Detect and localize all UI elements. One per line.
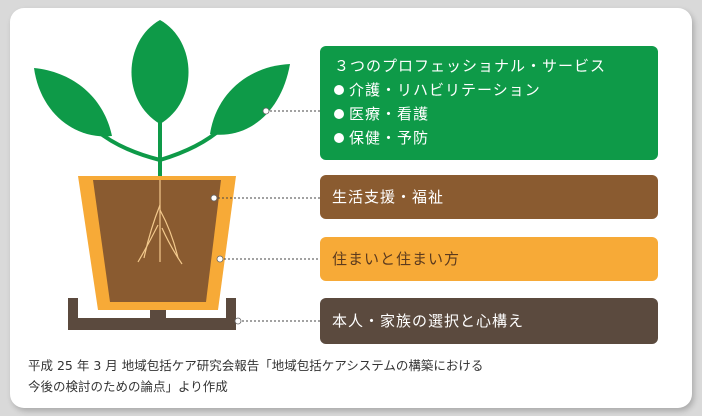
bullet-icon xyxy=(334,108,344,119)
housing-box: 住まいと住まい方 xyxy=(320,237,658,281)
caption-line-2: 今後の検討のための論点」より作成 xyxy=(28,379,228,394)
pot-saucer xyxy=(68,298,236,330)
service-item: 医療・看護 xyxy=(334,102,658,126)
pot-drain xyxy=(150,308,166,322)
pot-soil xyxy=(93,180,221,302)
leader-dots xyxy=(210,107,270,325)
bullet-icon xyxy=(334,132,344,143)
source-caption: 平成 25 年 3 月 地域包括ケア研究会報告「地域包括ケアシステムの構築におけ… xyxy=(28,355,668,397)
service-item-label: 保健・予防 xyxy=(349,129,430,147)
plant-roots xyxy=(137,180,183,265)
service-item-label: 医療・看護 xyxy=(349,105,430,123)
service-item: 介護・リハビリテーション xyxy=(334,78,658,102)
leader-lines xyxy=(214,110,320,322)
caption-line-1: 平成 25 年 3 月 地域包括ケア研究会報告「地域包括ケアシステムの構築におけ… xyxy=(28,358,484,373)
leaf-left xyxy=(34,68,112,137)
service-item: 保健・予防 xyxy=(334,126,658,150)
services-box: ３つのプロフェッショナル・サービス 介護・リハビリテーション 医療・看護 保健・… xyxy=(320,46,658,160)
living-support-box: 生活支援・福祉 xyxy=(320,175,658,219)
leaf-right xyxy=(210,64,290,135)
services-title: ３つのプロフェッショナル・サービス xyxy=(334,57,607,75)
personal-choice-box: 本人・家族の選択と心構え xyxy=(320,298,658,344)
service-item-label: 介護・リハビリテーション xyxy=(349,81,541,99)
leaf-top xyxy=(131,20,189,124)
bullet-icon xyxy=(334,84,344,95)
